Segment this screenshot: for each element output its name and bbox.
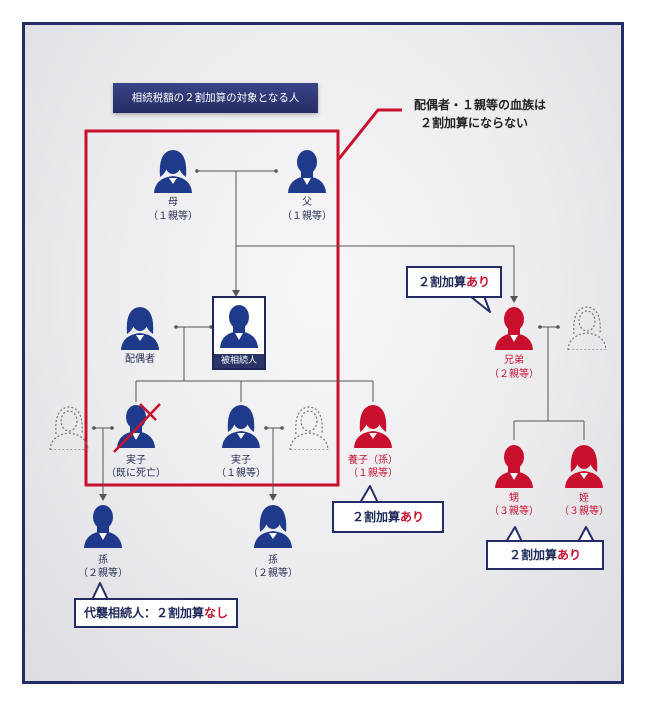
callout-sibling: ２割加算あり — [406, 266, 502, 298]
sibling-figure — [495, 307, 533, 350]
niece-name: 姪 — [579, 493, 589, 504]
callout-sibling-text: ２割加算 — [417, 275, 466, 289]
highlight-pointer — [336, 108, 402, 161]
child-deceased-name: 実子 — [126, 455, 146, 466]
father-degree: （１親等） — [282, 211, 332, 222]
callout-daishu-text: 代襲相続人：２割加算 — [83, 606, 204, 620]
mother-degree: （１親等） — [148, 211, 198, 222]
nephew-figure — [495, 445, 533, 488]
child-deceased-note: （既に死亡） — [106, 468, 166, 479]
callout-tail-sibling — [469, 295, 491, 313]
child-deceased-spouse-ghost — [49, 406, 89, 450]
spouse-name: 配偶者 — [125, 354, 155, 365]
nephew-name: 甥 — [509, 493, 519, 504]
niece-degree: （３親等） — [559, 506, 609, 517]
deceased-child-cross-b — [139, 403, 157, 421]
note-line-1: 配偶者・１親等の血族は — [414, 98, 547, 112]
grandchild-left-name: 孫 — [98, 555, 108, 566]
sibling-degree: （２親等） — [489, 369, 539, 380]
child-living-spouse-ghost — [289, 406, 329, 450]
child-living-degree: （１親等） — [216, 468, 266, 479]
child-living-figure — [222, 405, 260, 448]
callout-daishu: 代襲相続人：２割加算なし — [74, 598, 238, 628]
mother-figure — [154, 150, 192, 193]
adopted-grandchild-degree: （１親等） — [348, 468, 398, 479]
niece-figure — [565, 445, 603, 488]
father-figure — [288, 150, 326, 193]
nephew-degree: （３親等） — [489, 506, 539, 517]
callout-adopted: ２割加算あり — [332, 501, 444, 533]
adopted-grandchild-figure — [354, 405, 392, 448]
spouse-figure — [121, 307, 159, 350]
sibling-name: 兄弟 — [504, 355, 524, 366]
deceased-tag: 被相続人 — [214, 354, 264, 368]
callout-nephews: ２割加算あり — [486, 540, 604, 570]
highlight-box — [84, 129, 340, 487]
diagram-title: 相続税額の２割加算の対象となる人 — [113, 83, 318, 113]
grandchild-left-figure — [84, 505, 122, 548]
sibling-spouse-ghost — [567, 306, 607, 350]
callout-adopted-accent: あり — [400, 510, 425, 524]
grandchild-left-degree: （２親等） — [78, 568, 128, 579]
callout-daishu-accent: なし — [204, 606, 229, 620]
deceased-icon — [220, 305, 258, 348]
mother-name: 母 — [168, 197, 178, 208]
grandchild-right-figure — [254, 505, 292, 548]
callout-nephews-accent: あり — [557, 548, 582, 562]
father-name: 父 — [302, 197, 312, 208]
callout-adopted-text: ２割加算 — [351, 510, 400, 524]
callout-sibling-accent: あり — [466, 275, 491, 289]
grandchild-right-name: 孫 — [268, 555, 278, 566]
grandchild-right-degree: （２親等） — [248, 568, 298, 579]
callout-nephews-text: ２割加算 — [508, 548, 557, 562]
child-living-name: 実子 — [231, 455, 251, 466]
note-line-2: ２割加算にならない — [420, 116, 529, 130]
adopted-grandchild-name: 養子（孫） — [348, 455, 398, 466]
deceased-child-cross-a — [113, 403, 161, 453]
